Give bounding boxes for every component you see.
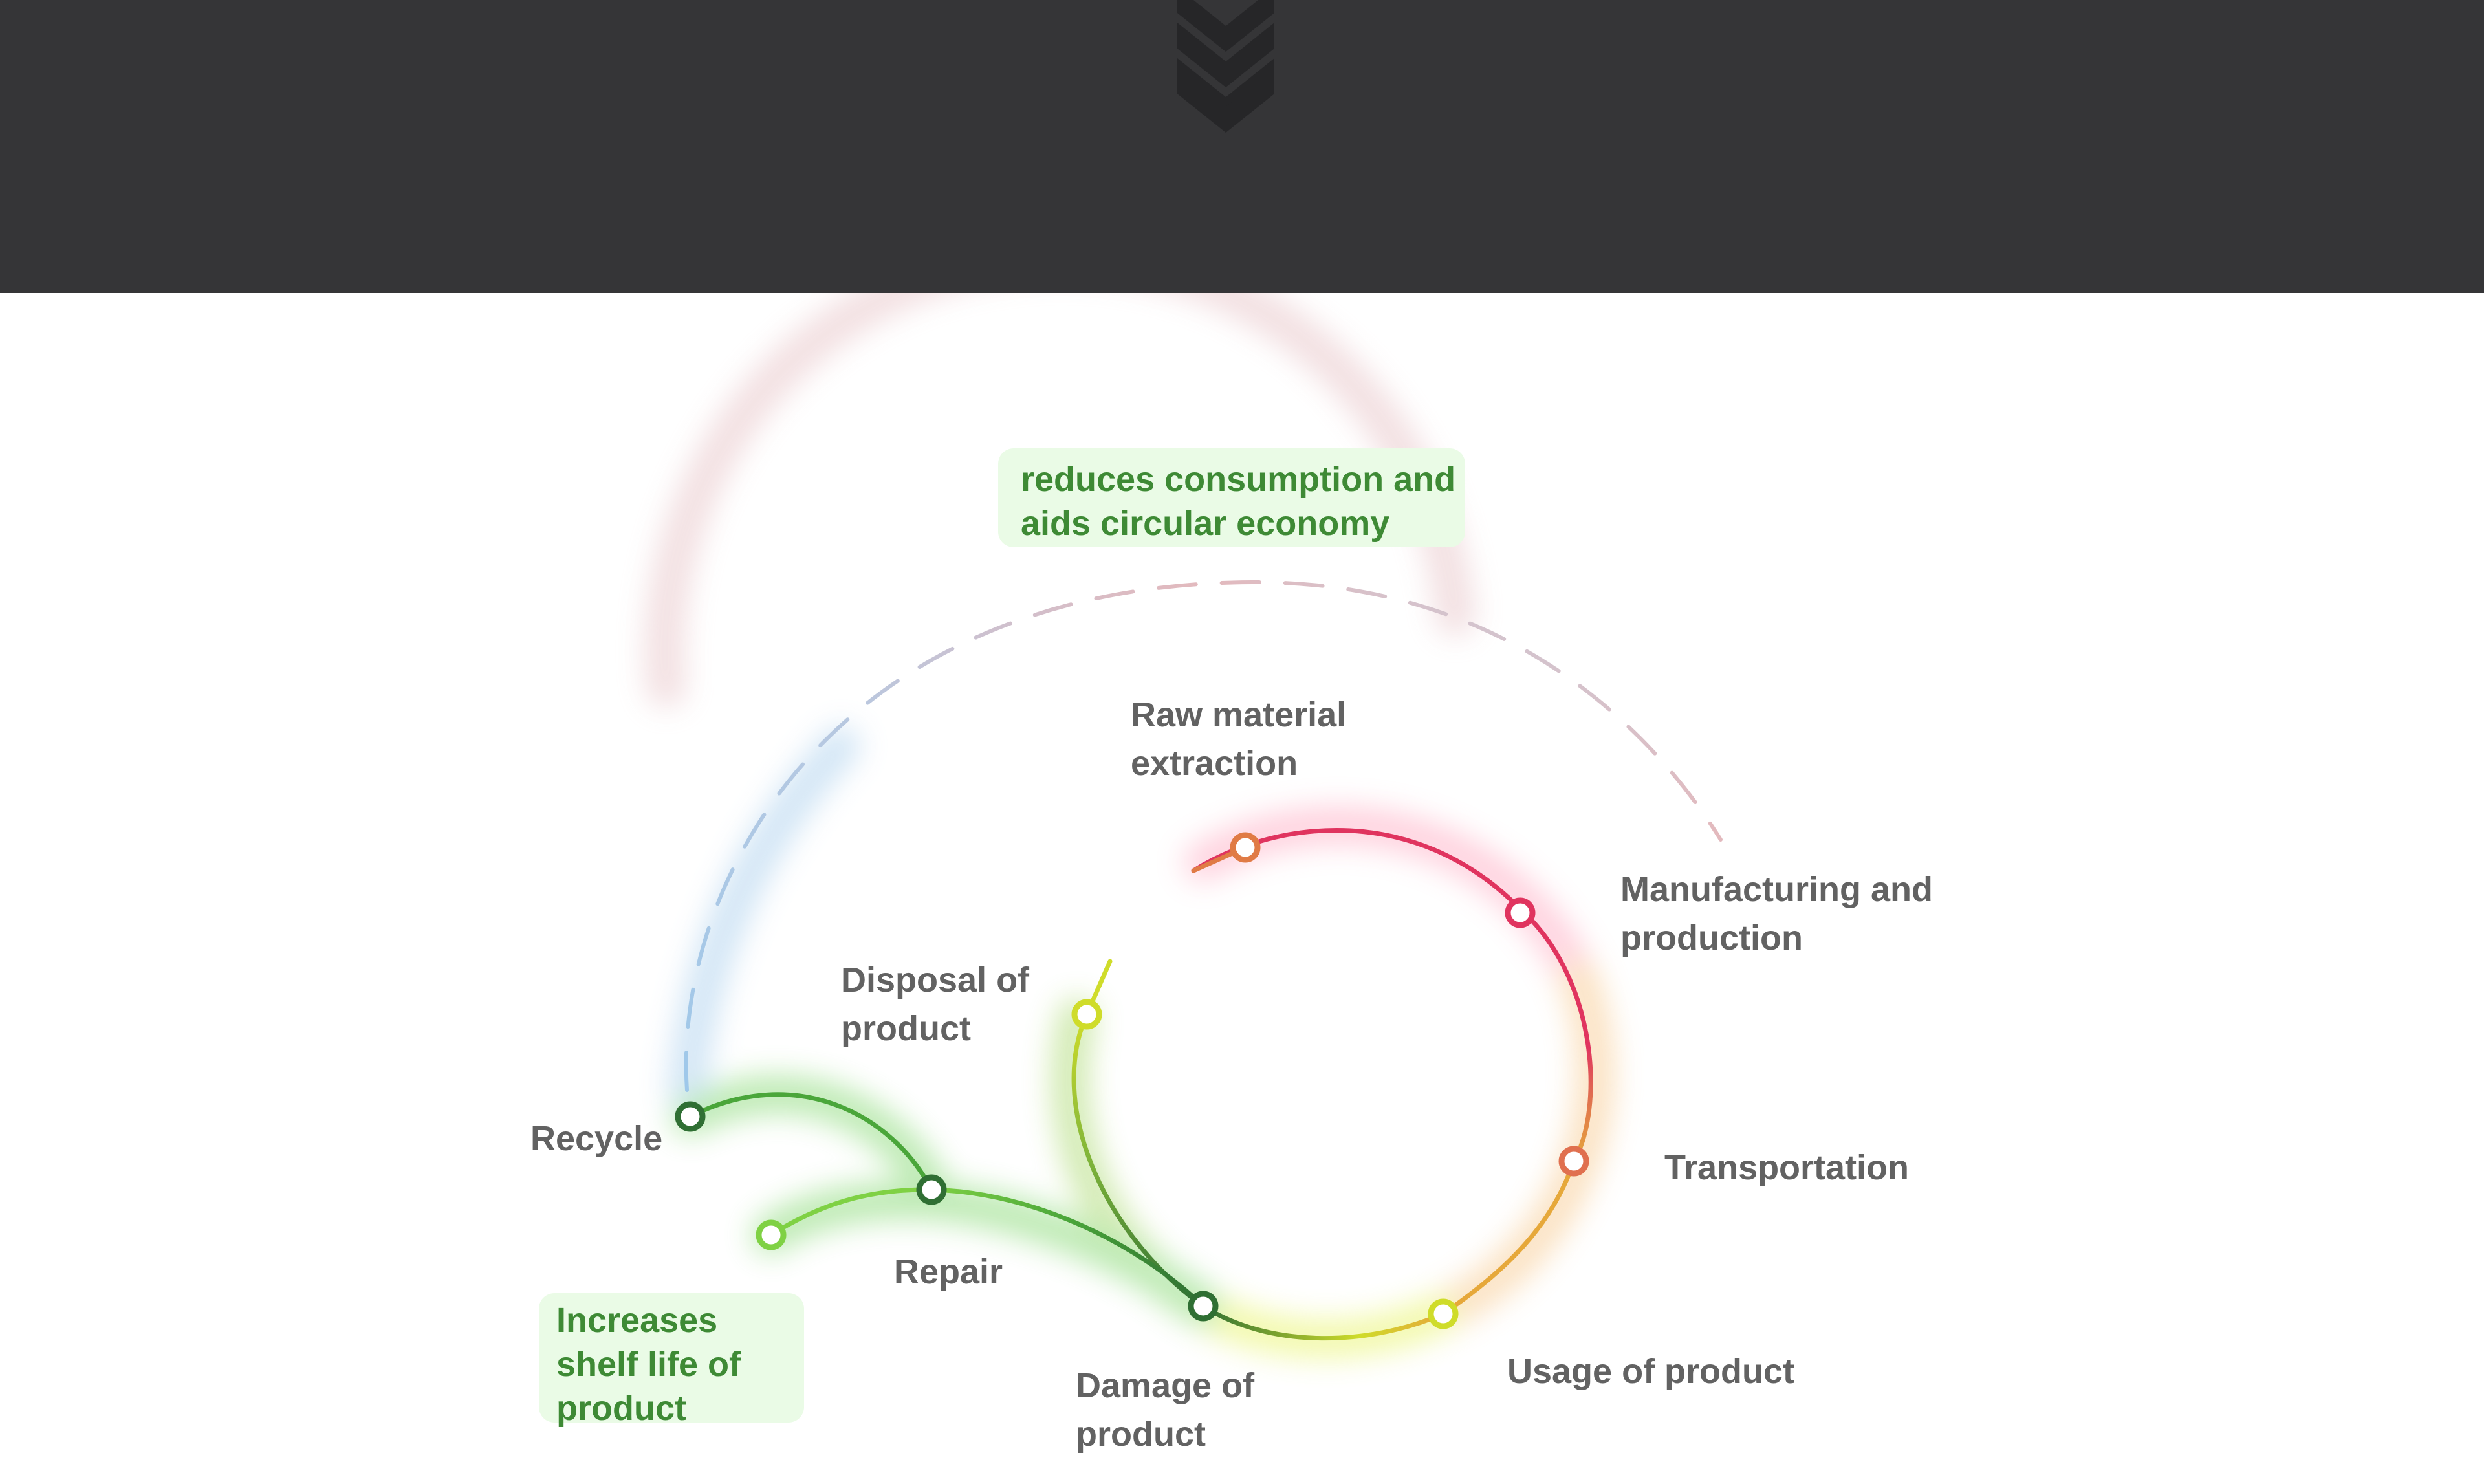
node-raw-material [1230,832,1261,863]
node-usage [1428,1298,1459,1329]
node-transportation [1558,1146,1589,1177]
chevron-down-icon[interactable] [1164,0,1287,155]
label-raw-material: Raw material extraction [1131,695,1347,783]
label-disposal: Disposal of product [841,961,1030,1048]
callout-shelf-life: Increases shelf life of product [539,1293,804,1428]
callout-circular-economy: reduces consumption and aids circular ec… [998,448,1465,547]
node-damage [1188,1291,1219,1322]
circular-economy-arc [684,580,1723,1092]
label-manufacturing: Manufacturing and production [1620,870,1933,957]
label-transportation: Transportation [1664,1148,1910,1187]
label-damage: Damage of product [1076,1366,1255,1454]
node-repair [916,1174,947,1205]
node-shelf-life [756,1219,787,1250]
header-band [0,0,2484,293]
node-recycle [675,1101,706,1132]
node-disposal [1071,999,1102,1030]
callout-line: Increases [556,1301,718,1340]
node-manufacturing [1505,897,1536,928]
callout-line: reduces consumption and [1021,460,1456,499]
label-recycle: Recycle [530,1119,663,1158]
label-usage: Usage of product [1507,1352,1795,1391]
label-repair: Repair [894,1252,1003,1291]
callout-line: product [556,1389,686,1428]
callout-line: aids circular economy [1021,504,1390,543]
product-lifecycle-diagram: reduces consumption and aids circular ec… [0,236,2484,1484]
callout-line: shelf life of [556,1345,741,1384]
